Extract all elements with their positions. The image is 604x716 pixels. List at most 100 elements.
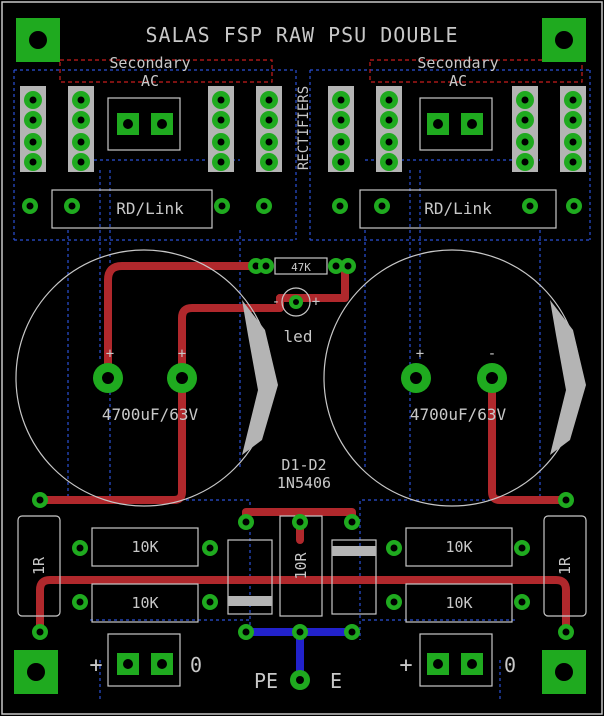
pad (212, 153, 230, 171)
pad (260, 91, 278, 109)
secondary-outlines (59, 59, 583, 83)
pad (32, 624, 48, 640)
rd-link-left-outline (51, 189, 213, 229)
diodes-label: D1-D2 (281, 456, 326, 474)
pad (72, 153, 90, 171)
component-outlines (17, 97, 587, 687)
left-output-zero-label: 0 (190, 653, 202, 677)
pad (332, 111, 350, 129)
diode-d2-band (332, 546, 376, 556)
pad (566, 198, 582, 214)
pad (260, 111, 278, 129)
pad (344, 624, 360, 640)
capacitor-left-polarity-mark (242, 300, 278, 455)
pad (214, 198, 230, 214)
pad (514, 594, 530, 610)
pad (332, 153, 350, 171)
pad (72, 594, 88, 610)
left-side-resistor-label: 1R (30, 556, 48, 575)
pad (558, 492, 574, 508)
pad (32, 492, 48, 508)
pad (380, 133, 398, 151)
ground-point (290, 670, 310, 690)
rd-link-right-outline (359, 189, 557, 229)
pad (24, 111, 42, 129)
terminal-right-out-outline (419, 633, 493, 687)
pad (212, 91, 230, 109)
pad (461, 653, 483, 675)
diode-d1-outline (227, 539, 273, 615)
right-capacitor-label: 4700uF/63V (410, 405, 507, 424)
right-side-resistor-label: 1R (556, 556, 574, 575)
left-resistor-top-label: 10K (131, 538, 158, 556)
pad (24, 91, 42, 109)
pad (427, 653, 449, 675)
pad (292, 514, 308, 530)
pad (514, 540, 530, 556)
trace-led-to-cap (178, 294, 284, 382)
pads (22, 91, 582, 675)
pad (167, 363, 197, 393)
pad (72, 540, 88, 556)
trace-left-cap-minus (36, 374, 186, 504)
pad (564, 133, 582, 151)
pad (461, 113, 483, 135)
left-secondary-label: Secondary (109, 54, 190, 72)
pad (212, 133, 230, 151)
right-rd-link-label: RD/Link (424, 199, 492, 218)
trace-cap-to-47k (104, 262, 259, 382)
pad (72, 111, 90, 129)
pad (238, 514, 254, 530)
pad (374, 198, 390, 214)
pad (212, 111, 230, 129)
pad (477, 363, 507, 393)
ground-label-right: E (330, 669, 342, 693)
pad (332, 198, 348, 214)
pad (260, 133, 278, 151)
led-component (281, 287, 311, 317)
mounting-hole-bottom-right (542, 650, 586, 694)
resistor-left-bottom-outline (91, 583, 199, 623)
trace-bus (36, 576, 570, 636)
pad (522, 198, 538, 214)
pad (558, 624, 574, 640)
resistor-47k-outline (274, 257, 328, 275)
diode-d2-outline (331, 539, 377, 615)
left-rd-link-label: RD/Link (116, 199, 184, 218)
pad (340, 258, 356, 274)
left-output-plus-label: + (89, 653, 102, 678)
diode-d1-band (228, 596, 272, 606)
pad (344, 514, 360, 530)
led-label: led (284, 327, 313, 346)
resistor-1r-right-outline (543, 515, 587, 617)
pad (202, 540, 218, 556)
secondary-left-box (59, 59, 273, 83)
pad (72, 91, 90, 109)
pad (22, 198, 38, 214)
pad (516, 133, 534, 151)
pad (93, 363, 123, 393)
board-title: SALAS FSP RAW PSU DOUBLE (146, 23, 459, 47)
rectifiers-label: RECTIFIERS (296, 86, 312, 170)
pad (260, 153, 278, 171)
diode-part-label: 1N5406 (277, 474, 331, 492)
pad (516, 153, 534, 171)
led-minus-label: - (272, 294, 280, 310)
pad (117, 653, 139, 675)
mounting-hole-top-left (16, 18, 60, 62)
pad (24, 133, 42, 151)
pad (256, 198, 272, 214)
pad (380, 153, 398, 171)
pad (380, 111, 398, 129)
resistor-1r-left-outline (17, 515, 61, 617)
pad (332, 133, 350, 151)
pad (151, 653, 173, 675)
pad (328, 258, 344, 274)
right-cap-plus-label: + (416, 346, 424, 362)
resistor-right-bottom-outline (405, 583, 513, 623)
resistor-left-top-outline (91, 527, 199, 567)
pad (24, 153, 42, 171)
mounting-hole-top-right (542, 18, 586, 62)
pad (564, 153, 582, 171)
